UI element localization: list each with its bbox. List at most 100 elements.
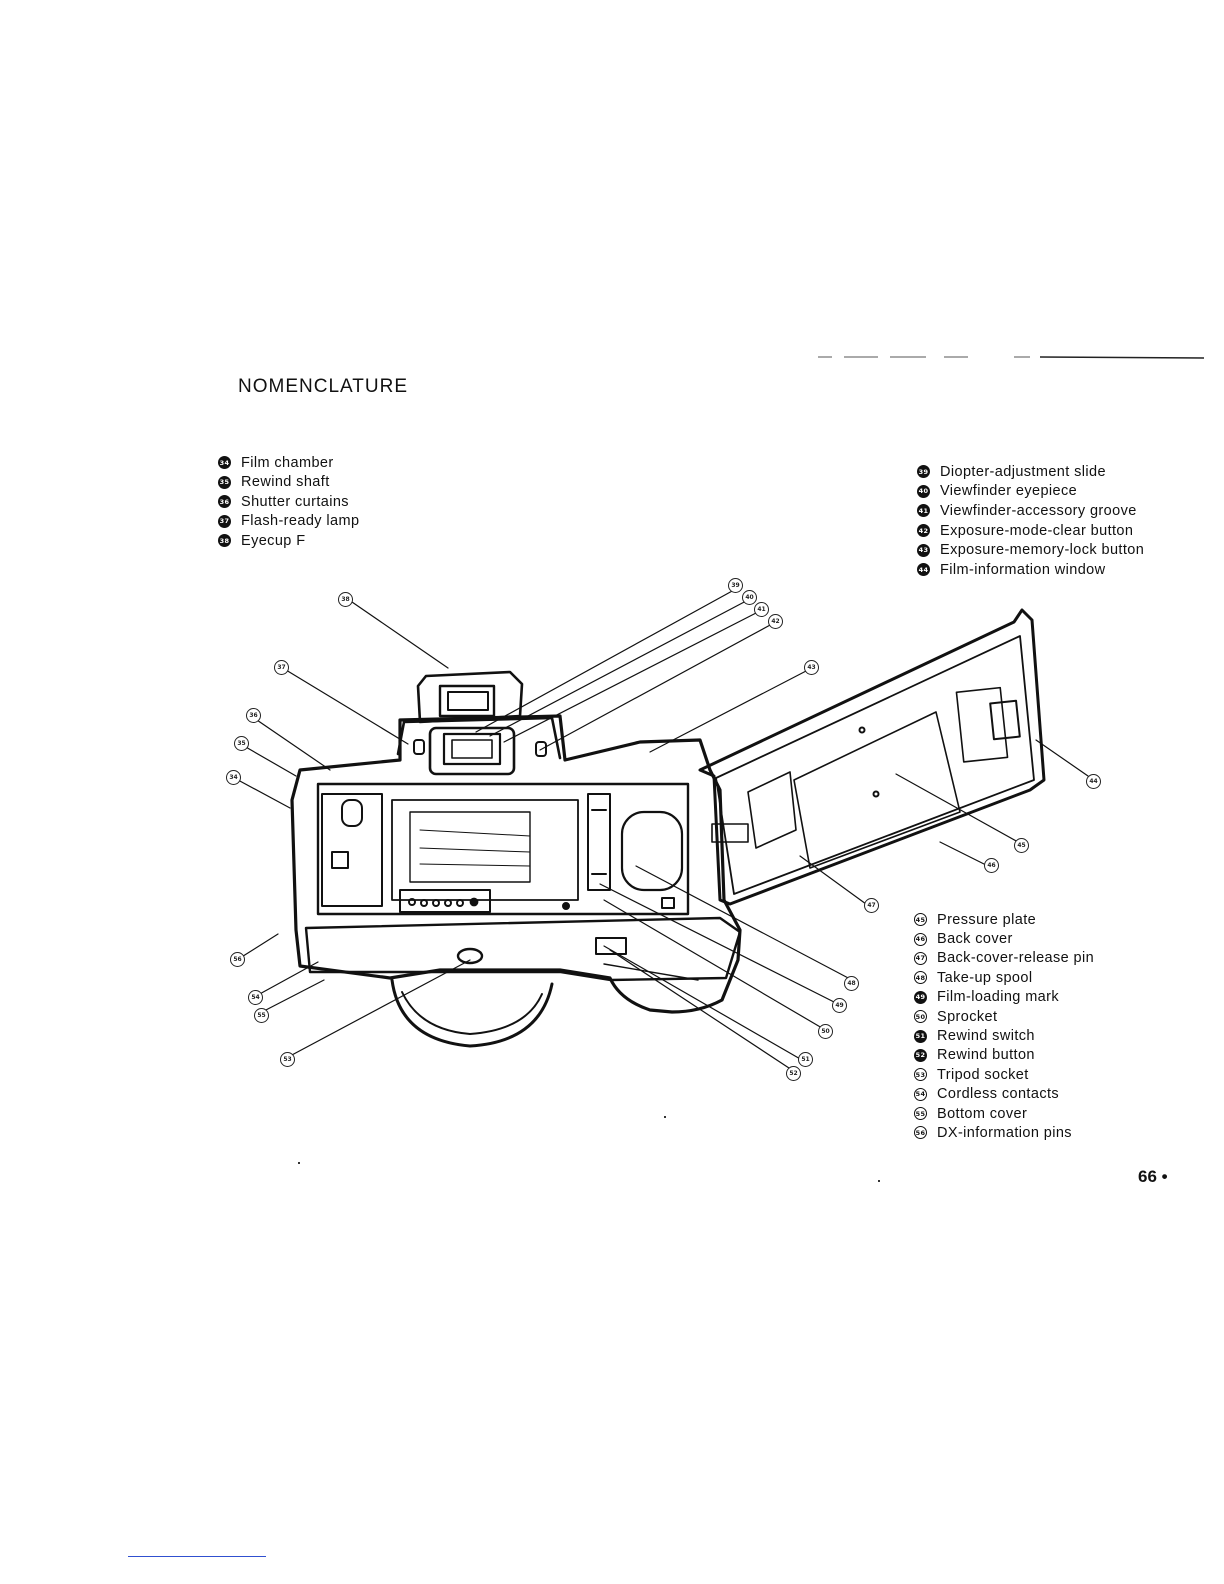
callout-35: 35 <box>234 736 249 751</box>
callout-40: 40 <box>742 590 757 605</box>
camera-body <box>290 714 742 1014</box>
legend-label: Film chamber <box>241 454 334 471</box>
callout-number: 49 <box>914 990 927 1004</box>
callout-47: 47 <box>864 898 879 913</box>
callout-41: 41 <box>754 602 769 617</box>
callout-51: 51 <box>798 1052 813 1067</box>
legend-item: 56 DX-information pins <box>914 1123 1094 1142</box>
legend-label: Rewind switch <box>937 1028 1035 1045</box>
callout-54: 54 <box>248 990 263 1005</box>
legend-item: 48 Take-up spool <box>914 968 1094 987</box>
callout-38: 38 <box>338 592 353 607</box>
callout-42: 42 <box>768 614 783 629</box>
callout-number: 42 <box>917 524 930 538</box>
print-speck <box>878 1180 880 1182</box>
callout-number: 39 <box>917 465 930 479</box>
legend-item: 55 Bottom cover <box>914 1104 1094 1123</box>
header-rule <box>818 356 1205 359</box>
legend-right-top: 39 Diopter-adjustment slide 40 Viewfinder … <box>917 462 1144 580</box>
legend-label: Diopter-adjustment slide <box>940 463 1106 480</box>
legend-item: 34 Film chamber <box>218 453 359 473</box>
legend-item: 52 Rewind button <box>914 1046 1094 1065</box>
callout-34: 34 <box>226 770 241 785</box>
callout-number: 52 <box>914 1048 927 1062</box>
legend-label: Film-loading mark <box>937 989 1060 1006</box>
callout-number: 53 <box>914 1068 927 1082</box>
legend-label: Flash-ready lamp <box>241 513 360 530</box>
legend-item: 41 Viewfinder-accessory groove <box>917 501 1144 521</box>
legend-label: Bottom cover <box>937 1105 1028 1122</box>
legend-label: Take-up spool <box>937 969 1033 986</box>
callout-number: 50 <box>914 1010 927 1024</box>
back-cover-illustration <box>698 608 1046 906</box>
legend-label: Rewind button <box>937 1047 1035 1064</box>
callout-39: 39 <box>728 578 743 593</box>
legend-item: 45 Pressure plate <box>914 910 1094 929</box>
callout-number: 43 <box>917 543 930 557</box>
callout-55: 55 <box>254 1008 269 1023</box>
eyecup-illustration <box>416 670 524 724</box>
callout-37: 37 <box>274 660 289 675</box>
legend-item: 40 Viewfinder eyepiece <box>917 482 1144 502</box>
legend-label: Eyecup F <box>241 532 306 549</box>
legend-label: Sprocket <box>937 1008 998 1025</box>
legend-label: Exposure-memory-lock button <box>940 542 1145 559</box>
legend-label: Film-information window <box>940 561 1106 578</box>
callout-45: 45 <box>1014 838 1029 853</box>
legend-item: 37 Flash-ready lamp <box>218 512 359 532</box>
legend-label: Tripod socket <box>937 1066 1029 1083</box>
callout-48: 48 <box>844 976 859 991</box>
callout-number: 55 <box>914 1107 927 1121</box>
leader-lines <box>237 589 1089 1071</box>
callout-number: 35 <box>218 475 231 489</box>
legend-label: Shutter curtains <box>241 493 349 510</box>
legend-item: 35 Rewind shaft <box>218 473 359 493</box>
bottom-link-rule[interactable] <box>128 1556 266 1557</box>
legend-item: 44 Film-information window <box>917 560 1144 580</box>
callout-53: 53 <box>280 1052 295 1067</box>
callout-number: 45 <box>914 913 927 927</box>
callout-46: 46 <box>984 858 999 873</box>
print-speck <box>664 1116 666 1118</box>
page-title: NOMENCLATURE <box>238 376 408 397</box>
callout-number: 34 <box>218 456 231 470</box>
callout-36: 36 <box>246 708 261 723</box>
legend-label: Viewfinder eyepiece <box>940 483 1078 500</box>
callout-44: 44 <box>1086 774 1101 789</box>
legend-label: DX-information pins <box>937 1124 1072 1141</box>
callout-number: 56 <box>914 1126 927 1140</box>
legend-item: 49 Film-loading mark <box>914 988 1094 1007</box>
callout-50: 50 <box>818 1024 833 1039</box>
legend-label: Exposure-mode-clear button <box>940 522 1134 539</box>
callout-number: 44 <box>917 563 930 577</box>
legend-item: 54 Cordless contacts <box>914 1085 1094 1104</box>
legend-label: Back cover <box>937 931 1013 948</box>
callout-number: 48 <box>914 971 927 985</box>
callout-number: 46 <box>914 932 927 946</box>
page-number: 66 • <box>1138 1167 1168 1186</box>
callout-49: 49 <box>832 998 847 1013</box>
legend-label: Cordless contacts <box>937 1086 1060 1103</box>
legend-label: Viewfinder-accessory groove <box>940 502 1137 519</box>
print-speck <box>298 1162 300 1164</box>
legend-item: 50 Sprocket <box>914 1007 1094 1026</box>
legend-item: 42 Exposure-mode-clear button <box>917 521 1144 541</box>
callout-number: 37 <box>218 514 231 528</box>
legend-item: 43 Exposure-memory-lock button <box>917 540 1144 560</box>
callout-number: 40 <box>917 484 930 498</box>
viewfinder-hump <box>396 716 562 776</box>
legend-label: Rewind shaft <box>241 474 330 491</box>
legend-label: Pressure plate <box>937 911 1037 928</box>
legend-item: 39 Diopter-adjustment slide <box>917 462 1144 482</box>
legend-item: 46 Back cover <box>914 929 1094 948</box>
callout-number: 54 <box>914 1087 927 1101</box>
callout-number: 41 <box>917 504 930 518</box>
callout-43: 43 <box>804 660 819 675</box>
